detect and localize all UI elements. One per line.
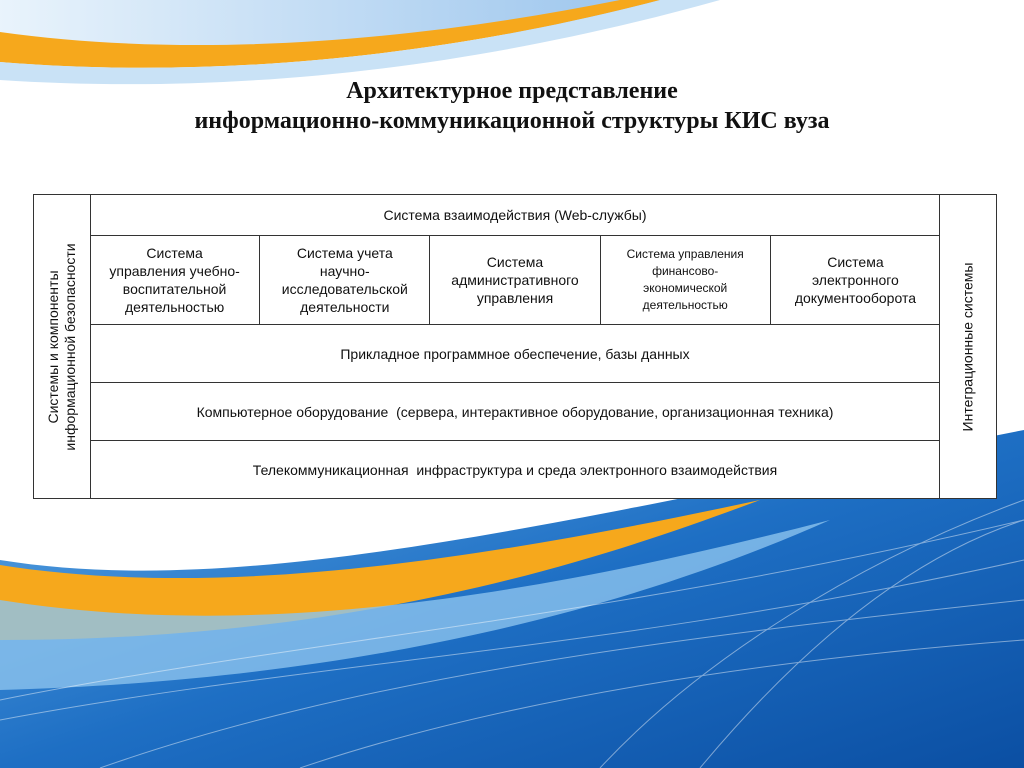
system-research-line: деятельности: [300, 299, 390, 315]
title-line-1: Архитектурное представление: [346, 78, 678, 104]
software-label: Прикладное программное обеспечение, базы…: [340, 345, 690, 362]
system-box-education: Система управления учебно- воспитательно…: [90, 236, 261, 324]
systems-layer: Система управления учебно- воспитательно…: [90, 236, 940, 325]
telecom-layer: Телекоммуникационная инфраструктура и ср…: [90, 441, 940, 498]
system-box-document-flow: Система электронного документооборота: [771, 236, 940, 324]
security-systems-column: Системы и компоненты информационной безо…: [34, 195, 91, 498]
system-finance-line: экономической: [643, 281, 728, 295]
system-education-line: управления учебно-: [109, 263, 240, 279]
system-administrative-line: управления: [476, 290, 554, 306]
system-education-line: воспитательной: [122, 281, 227, 297]
hardware-label: Компьютерное оборудование (сервера, инте…: [196, 403, 834, 420]
system-administrative-line: Система: [486, 254, 544, 270]
security-label-line-1: Системы и компоненты: [45, 269, 61, 424]
hardware-layer: Компьютерное оборудование (сервера, инте…: [90, 383, 940, 441]
system-box-administrative: Система административного управления: [430, 236, 601, 324]
system-education-line: деятельностью: [124, 299, 225, 315]
system-finance-line: Система управления: [626, 247, 744, 261]
system-education-line: Система: [146, 245, 203, 261]
title-line-2: информационно-коммуникационной структуры…: [194, 108, 830, 134]
system-research-line: исследовательской: [281, 281, 408, 297]
integration-label: Интеграционные системы: [959, 262, 976, 431]
security-label-line-2: информационной безопасности: [62, 242, 78, 451]
telecom-label: Телекоммуникационная инфраструктура и ср…: [252, 461, 778, 478]
system-box-research: Система учета научно- исследовательской …: [260, 236, 431, 324]
system-administrative-line: административного: [451, 272, 579, 288]
system-research-line: научно-: [319, 263, 370, 279]
layers-stack: Система взаимодействия (Web-службы) Сист…: [90, 195, 940, 498]
system-box-finance: Система управления финансово- экономичес…: [601, 236, 771, 324]
system-finance-line: деятельностью: [642, 298, 728, 312]
system-finance-line: финансово-: [652, 264, 719, 278]
system-document-flow-line: документооборота: [794, 290, 916, 306]
system-document-flow-line: Система: [827, 254, 884, 270]
system-document-flow-line: электронного: [811, 272, 899, 288]
slide-title: Архитектурное представление информационн…: [0, 76, 1024, 136]
software-layer: Прикладное программное обеспечение, базы…: [90, 325, 940, 383]
system-research-line: Система учета: [296, 245, 393, 261]
web-services-label: Система взаимодействия (Web-службы): [383, 207, 647, 223]
web-services-layer: Система взаимодействия (Web-службы): [90, 195, 940, 236]
integration-systems-column: Интеграционные системы: [939, 195, 996, 498]
architecture-diagram: Системы и компоненты информационной безо…: [33, 194, 997, 499]
